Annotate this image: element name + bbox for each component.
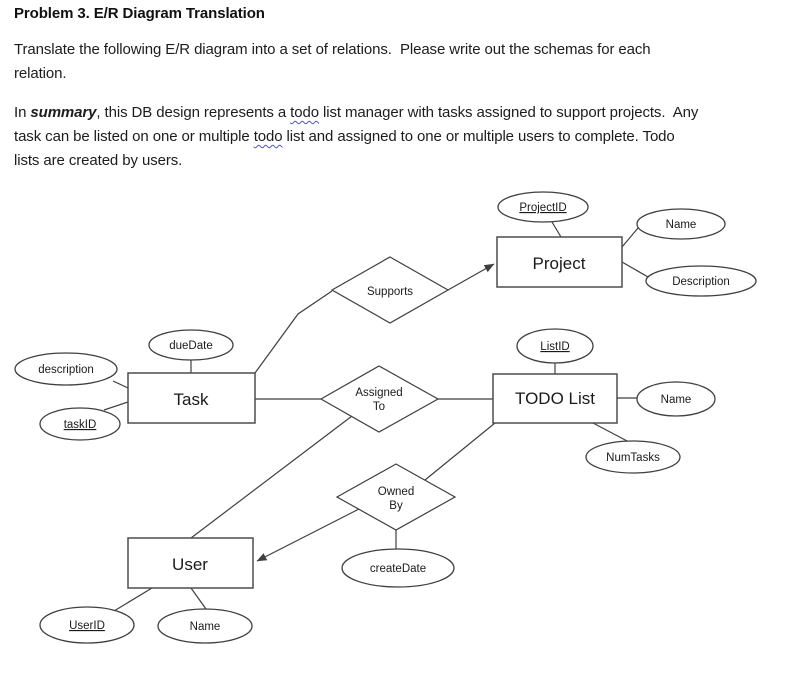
text-segment: task can be listed on one or multiple — [14, 128, 254, 145]
attribute-num-tasks: NumTasks — [585, 440, 681, 474]
text-line: Translate the following E/R diagram into… — [14, 38, 804, 62]
project-name-ellipse — [636, 208, 726, 240]
create-date-ellipse — [341, 548, 455, 588]
list-id-ellipse — [516, 328, 594, 364]
create-date-label: createDate — [370, 563, 426, 575]
connector-projectid-project — [551, 221, 562, 238]
connectors — [103, 221, 649, 612]
project-label: Project — [533, 254, 586, 273]
entity-project: Project — [496, 236, 623, 288]
list-id-label: ListID — [540, 341, 569, 353]
bold-italic-word: summary — [30, 104, 97, 121]
connector-username-user — [190, 587, 207, 610]
task-box — [127, 372, 256, 424]
relationship-assigned-to: Assigned To — [319, 365, 440, 433]
list-name-ellipse — [636, 381, 716, 417]
problem-heading: Problem 3. E/R Diagram Translation — [14, 5, 265, 22]
connector-userid-user — [113, 587, 153, 612]
user-name-ellipse — [157, 608, 253, 644]
user-box — [127, 537, 254, 589]
arrow-supports-project — [447, 263, 495, 291]
connector-taskid-task — [103, 401, 129, 411]
text-segment: , this DB design represents a — [96, 104, 291, 121]
connector-assignedto-user — [190, 415, 353, 539]
user-name-label: Name — [190, 621, 221, 633]
task-label: Task — [174, 390, 209, 409]
entity-todo-list: TODO List — [492, 373, 618, 424]
attribute-list-id: ListID — [516, 328, 594, 364]
assigned-to-label-line2: To — [373, 401, 385, 413]
project-name-label: Name — [666, 219, 697, 231]
attribute-due-date: dueDate — [148, 329, 234, 361]
entity-task: Task — [127, 372, 256, 424]
text-segment: lists are created by users. — [14, 152, 183, 169]
attribute-project-id: ProjectID — [497, 191, 589, 223]
supports-diamond — [330, 256, 450, 324]
todo-list-label: TODO List — [515, 389, 595, 408]
attribute-task-description: description — [14, 352, 118, 386]
assigned-to-label-line1: Assigned — [355, 387, 402, 399]
task-description-ellipse — [14, 352, 118, 386]
arrow-ownedby-user — [256, 508, 360, 562]
relationship-owned-by: Owned By — [335, 463, 457, 531]
project-box — [496, 236, 623, 288]
text-line: relation. — [14, 62, 804, 86]
misspelled-word: todo — [290, 104, 319, 121]
text-segment: Translate the following E/R diagram into… — [14, 41, 651, 58]
misspelled-word: todo — [253, 128, 283, 145]
summary-paragraph: In summary, this DB design represents a … — [14, 101, 804, 173]
connector-task-supports — [254, 290, 333, 374]
user-id-ellipse — [39, 606, 135, 644]
relationship-supports: Supports — [330, 256, 450, 324]
task-id-label: taskID — [64, 419, 97, 431]
assigned-to-diamond — [319, 365, 440, 433]
text-line: In summary, this DB design represents a … — [14, 101, 804, 125]
due-date-label: dueDate — [169, 340, 212, 352]
task-id-ellipse — [39, 407, 121, 441]
attribute-project-name: Name — [636, 208, 726, 240]
connector-todolist-ownedby — [424, 422, 496, 481]
connector-numtasks-todolist — [592, 422, 630, 443]
intro-paragraph: Translate the following E/R diagram into… — [14, 38, 804, 86]
text-line: task can be listed on one or multiple to… — [14, 125, 804, 149]
text-segment: list and assigned to one or multiple use… — [282, 128, 675, 145]
text-line: lists are created by users. — [14, 149, 804, 173]
num-tasks-ellipse — [585, 440, 681, 474]
project-description-ellipse — [645, 265, 757, 297]
attribute-create-date: createDate — [341, 548, 455, 588]
attribute-user-id: UserID — [39, 606, 135, 644]
text-segment: relation. — [14, 65, 67, 82]
user-label: User — [172, 555, 208, 574]
list-name-label: Name — [661, 394, 692, 406]
owned-by-diamond — [335, 463, 457, 531]
connector-description-task — [112, 380, 129, 389]
due-date-ellipse — [148, 329, 234, 361]
supports-label: Supports — [367, 286, 413, 298]
connector-project-description — [621, 261, 649, 278]
attribute-user-name: Name — [157, 608, 253, 644]
text-segment: In — [14, 104, 31, 121]
project-id-label: ProjectID — [519, 202, 566, 214]
project-description-label: Description — [672, 276, 730, 288]
user-id-label: UserID — [69, 620, 105, 632]
attribute-project-description: Description — [645, 265, 757, 297]
owned-by-label-line1: Owned — [378, 486, 414, 498]
connector-project-name — [621, 227, 639, 248]
attribute-list-name: Name — [636, 381, 716, 417]
text-segment: list manager with tasks assigned to supp… — [318, 104, 699, 121]
entity-user: User — [127, 537, 254, 589]
owned-by-label-line2: By — [389, 500, 403, 512]
attribute-task-id: taskID — [39, 407, 121, 441]
task-description-label: description — [38, 364, 94, 376]
project-id-ellipse — [497, 191, 589, 223]
todo-list-box — [492, 373, 618, 424]
num-tasks-label: NumTasks — [606, 452, 660, 464]
